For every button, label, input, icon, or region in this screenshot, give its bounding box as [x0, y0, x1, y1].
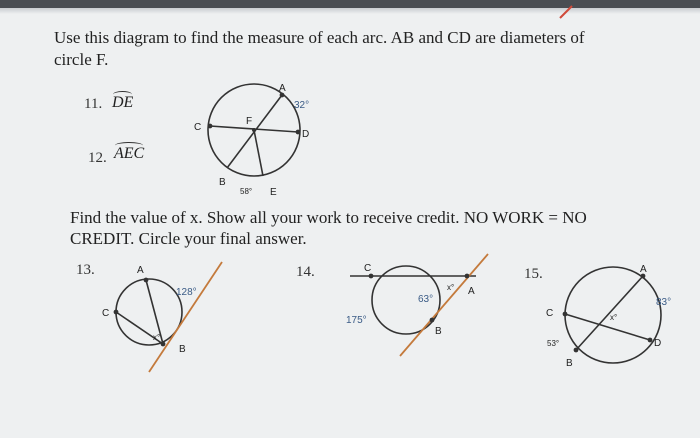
label-b: B [219, 177, 226, 188]
arc-de-label: DE [112, 91, 134, 111]
p13-points [113, 277, 166, 347]
label-f: F [246, 116, 252, 127]
p13-tangent-line [148, 261, 223, 373]
problem-12-arc: AEC [114, 142, 145, 163]
point-c [207, 123, 213, 129]
label-a: A [279, 83, 286, 94]
p14-arc-63-label: 63° [418, 294, 433, 305]
circle-f [207, 83, 301, 177]
p15-point-a [640, 273, 646, 279]
label-d: D [302, 129, 309, 140]
p14-angle-label: x° [447, 283, 454, 292]
p14-circle [371, 265, 441, 335]
top-bar [0, 0, 700, 8]
section2-line-2: CREDIT. Circle your final answer. [70, 229, 307, 248]
p14-label-a: A [468, 286, 475, 297]
p14-secant-line [399, 253, 489, 357]
p15-label-b: B [566, 358, 573, 369]
p15-label-d: D [654, 338, 661, 349]
p14-arc-175-label: 175° [346, 315, 367, 326]
p13-point-a [143, 277, 149, 283]
p13-label-b: B [179, 344, 186, 355]
p13-label-a: A [137, 265, 144, 276]
p13-label-c: C [102, 308, 109, 319]
main-circle-points [207, 92, 301, 135]
p13-chord-cb [115, 311, 164, 345]
p15-point-b [573, 347, 579, 353]
p14-label-b: B [435, 326, 442, 337]
p15-chord-cd [564, 313, 651, 341]
p14-label-c: C [364, 263, 371, 274]
p13-angle-label: x° [153, 333, 160, 342]
p13-point-b [160, 341, 166, 347]
p13-point-c [113, 309, 119, 315]
p13-chord-ab [145, 279, 164, 345]
problem-11-arc: DE [112, 91, 134, 112]
instruction-line-2: circle F. [54, 50, 109, 69]
point-f [252, 128, 256, 132]
p15-arc-53-label: 53° [547, 339, 559, 348]
problem-13-diagram [115, 261, 223, 373]
section2-line-1: Find the value of x. Show all your work … [70, 208, 587, 227]
p14-point-a [464, 273, 470, 279]
p14-points [368, 273, 470, 323]
p14-point-c [368, 273, 374, 279]
arc-aec-label: AEC [114, 142, 145, 162]
angle-58-label: 58° [240, 187, 252, 196]
p15-label-a: A [640, 264, 647, 275]
instruction-line-1: Use this diagram to find the measure of … [54, 28, 585, 47]
top-bar-shadow [0, 8, 700, 14]
p15-angle-label: x° [610, 313, 617, 322]
p15-label-c: C [546, 308, 553, 319]
problem-11-number: 11. [84, 96, 103, 112]
problem-15-diagram [564, 266, 662, 364]
problem-15-number: 15. [524, 266, 543, 282]
p15-point-d [647, 337, 653, 343]
p14-point-b [429, 317, 435, 323]
angle-32-label: 32° [294, 100, 309, 111]
pen-mark [559, 5, 573, 19]
problem-14-number: 14. [296, 264, 315, 280]
p15-chord-ab [575, 275, 644, 351]
p15-point-c [562, 311, 568, 317]
label-c: C [194, 122, 201, 133]
label-e: E [270, 187, 277, 198]
radius-fe [253, 129, 264, 177]
point-d [295, 129, 301, 135]
problem-12-number: 12. [88, 150, 107, 166]
p13-arc-label: 128° [176, 287, 197, 298]
point-a [279, 92, 285, 98]
problem-13-number: 13. [76, 262, 95, 278]
p15-arc-83-label: 83° [656, 297, 671, 308]
p15-points [562, 273, 653, 353]
